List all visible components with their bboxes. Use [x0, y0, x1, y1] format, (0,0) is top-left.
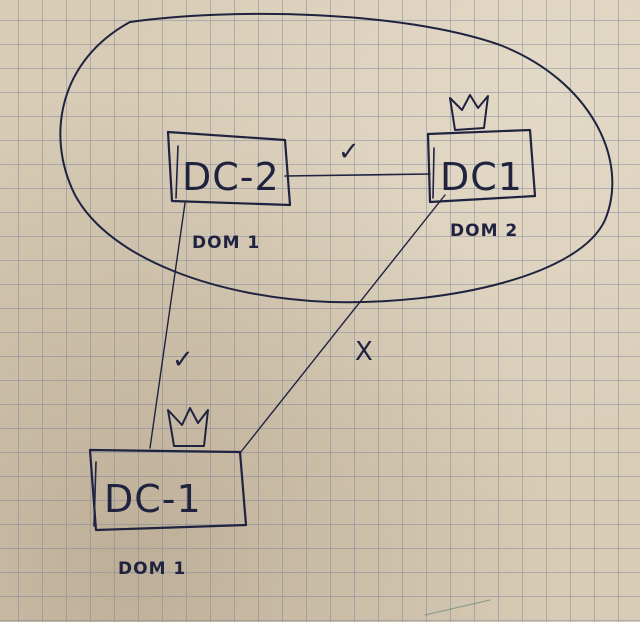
link-dc2-dc1: [284, 173, 431, 177]
link-dc1-dom2-dc1-dom1-x-mark: X: [355, 337, 373, 367]
node-dc1-dom2-label: DC1: [440, 155, 523, 199]
stray-stroke: [424, 599, 491, 616]
link-dc2-dc1-dom1-check-mark: ✓: [172, 345, 194, 375]
enclosing-ellipse: [59, 12, 614, 304]
node-dc1-dom1-inner-stroke: [93, 461, 97, 527]
crown-icon: [449, 94, 489, 131]
node-dc2: DC-2 DOM 1: [166, 130, 292, 253]
node-dc1-dom2-domain: DOM 2: [450, 221, 518, 241]
node-dc1-dom2-box: [426, 128, 537, 204]
node-dc1-dom1-label: DC-1: [104, 477, 202, 521]
link-dc2-dc1-dom1: [149, 202, 186, 449]
node-dc1-dom2: DC1 DOM 2: [426, 94, 537, 241]
node-dc2-box: [166, 130, 292, 207]
crown-icon: [167, 407, 209, 447]
node-dc2-domain: DOM 1: [192, 233, 260, 253]
node-dc1-dom1: DC-1 DOM 1: [88, 407, 248, 579]
node-dc2-inner-stroke: [175, 145, 179, 199]
node-dc1-dom1-domain: DOM 1: [118, 559, 186, 579]
node-dc1-dom2-inner-stroke: [432, 147, 435, 199]
link-dc1-dom2-dc1-dom1: [239, 194, 446, 454]
node-dc2-label: DC-2: [182, 155, 280, 199]
link-dc2-dc1-check-mark: ✓: [338, 137, 360, 167]
